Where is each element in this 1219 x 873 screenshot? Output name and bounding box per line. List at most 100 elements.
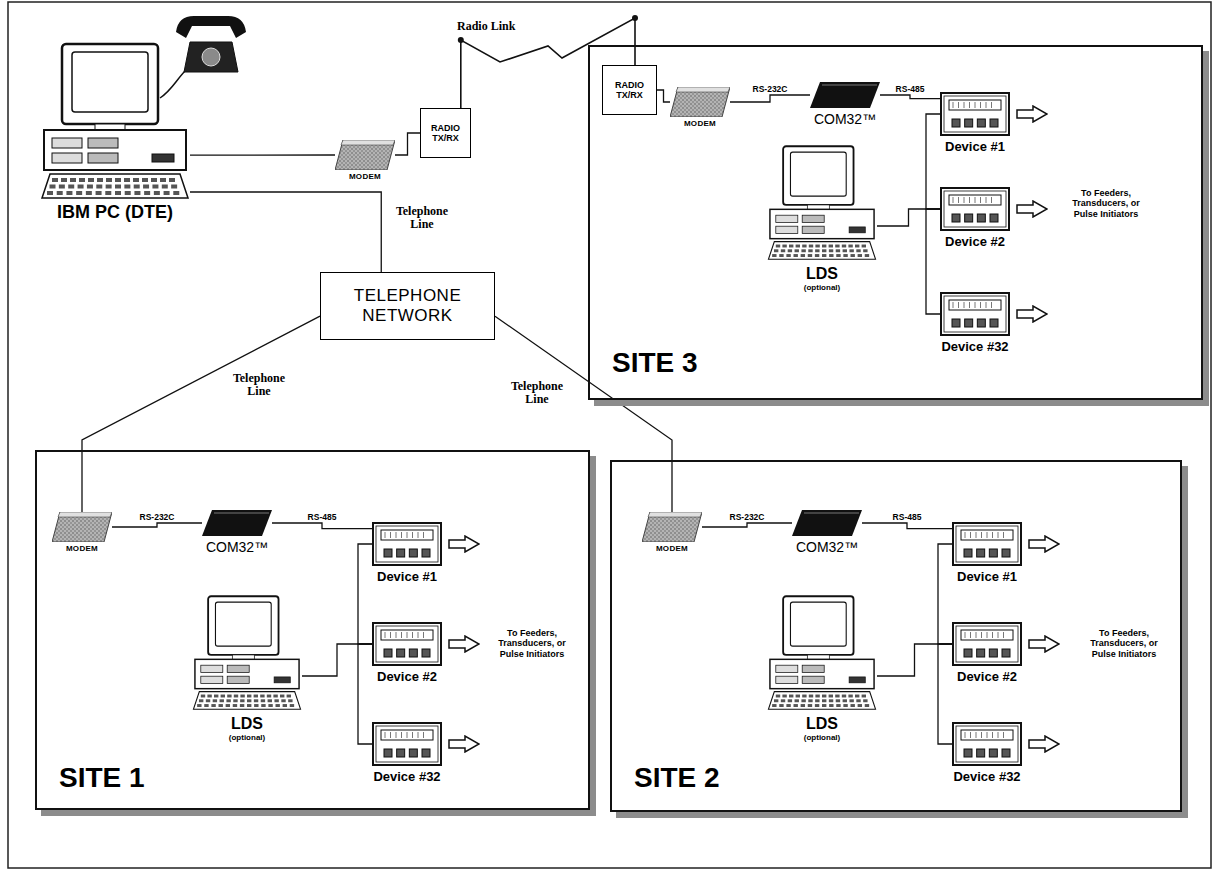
output-arrow-shape bbox=[1029, 536, 1059, 552]
key bbox=[221, 695, 225, 698]
lds-label: (optional) bbox=[804, 733, 840, 742]
converter-body bbox=[810, 82, 880, 108]
key bbox=[240, 704, 244, 707]
icon-holder bbox=[372, 722, 442, 766]
computer-drawing bbox=[768, 146, 875, 259]
radio-transceiver: RADIO TX/RX bbox=[420, 108, 471, 158]
display-segment bbox=[953, 302, 954, 308]
key bbox=[822, 695, 826, 698]
key bbox=[201, 695, 205, 698]
keyboard bbox=[768, 242, 875, 260]
key bbox=[801, 249, 805, 252]
device-button bbox=[952, 319, 960, 327]
display-segment bbox=[970, 732, 971, 738]
display-segment bbox=[401, 532, 402, 538]
field-device: Device #32 bbox=[952, 722, 1022, 784]
key bbox=[808, 704, 812, 707]
key bbox=[842, 695, 846, 698]
device-display bbox=[949, 195, 1001, 205]
device-bezel bbox=[956, 626, 1018, 662]
device-label: Device #2 bbox=[377, 669, 437, 684]
key bbox=[50, 185, 56, 189]
drive-bay bbox=[802, 215, 824, 222]
output-arrow bbox=[1016, 200, 1048, 218]
computer-drawing bbox=[42, 44, 188, 198]
device-case bbox=[953, 523, 1021, 565]
key bbox=[794, 704, 798, 707]
key bbox=[162, 185, 168, 189]
device-button bbox=[990, 119, 998, 127]
icon-holder bbox=[372, 622, 442, 666]
output-arrow-shape bbox=[1029, 636, 1059, 652]
output-arrow-shape bbox=[1017, 306, 1047, 322]
key bbox=[829, 245, 833, 248]
display-segment bbox=[965, 732, 966, 738]
device-button bbox=[952, 214, 960, 222]
display-segment bbox=[987, 532, 988, 538]
antenna-tip bbox=[458, 37, 464, 43]
key bbox=[789, 245, 793, 248]
key bbox=[173, 191, 179, 195]
device-button bbox=[977, 749, 985, 757]
field-device-icon bbox=[372, 622, 442, 666]
modem-top bbox=[58, 512, 112, 517]
display-segment bbox=[980, 197, 981, 203]
device-button bbox=[422, 749, 430, 757]
output-arrow-shape bbox=[449, 536, 479, 552]
field-device-icon bbox=[952, 622, 1022, 666]
line-label: RS-485 bbox=[306, 512, 339, 522]
device-button bbox=[965, 119, 973, 127]
key bbox=[261, 699, 265, 702]
key bbox=[213, 699, 217, 702]
system-unit bbox=[44, 130, 186, 170]
key bbox=[836, 249, 840, 252]
key bbox=[283, 704, 287, 707]
key bbox=[254, 704, 258, 707]
connection-line bbox=[358, 544, 372, 644]
key bbox=[822, 699, 826, 702]
display-segment bbox=[976, 732, 977, 738]
device-button bbox=[964, 649, 972, 657]
lds-computer: LDS(optional) bbox=[192, 592, 302, 742]
system-unit bbox=[770, 659, 874, 688]
com32-converter: COM32™ bbox=[792, 510, 862, 555]
line-label: RS-232C bbox=[728, 512, 767, 522]
modem-unit: MODEM bbox=[335, 140, 395, 181]
key bbox=[795, 699, 799, 702]
device-bezel bbox=[944, 296, 1006, 332]
display-segment bbox=[958, 302, 959, 308]
connection-line bbox=[938, 644, 952, 744]
key bbox=[169, 178, 175, 182]
display-segment bbox=[385, 732, 386, 738]
key bbox=[152, 185, 158, 189]
drive-bay bbox=[802, 226, 824, 233]
key bbox=[234, 695, 238, 698]
field-device: Device #32 bbox=[372, 722, 442, 784]
key bbox=[260, 695, 264, 698]
modem-label: MODEM bbox=[684, 119, 716, 128]
key bbox=[254, 695, 258, 698]
field-device: Device #1 bbox=[372, 522, 442, 584]
display-segment bbox=[981, 732, 982, 738]
lds-label: LDS bbox=[806, 715, 838, 733]
line-label: RS-232C bbox=[751, 84, 790, 94]
connection-line bbox=[190, 154, 335, 155]
device-button bbox=[964, 749, 972, 757]
key bbox=[275, 704, 279, 707]
drive-bay bbox=[88, 153, 118, 163]
display-segment bbox=[1003, 532, 1004, 538]
icon-holder bbox=[940, 92, 1010, 136]
modem-unit: MODEM bbox=[670, 87, 730, 128]
icon-holder bbox=[40, 40, 190, 200]
key bbox=[274, 699, 278, 702]
key bbox=[247, 704, 251, 707]
connection-line bbox=[112, 523, 202, 527]
lds-label: (optional) bbox=[804, 283, 840, 292]
key bbox=[247, 699, 251, 702]
display-segment bbox=[390, 732, 391, 738]
com32-converter-icon bbox=[202, 510, 272, 536]
display-segment bbox=[401, 632, 402, 638]
key bbox=[835, 695, 839, 698]
key bbox=[789, 695, 793, 698]
key bbox=[154, 191, 160, 195]
